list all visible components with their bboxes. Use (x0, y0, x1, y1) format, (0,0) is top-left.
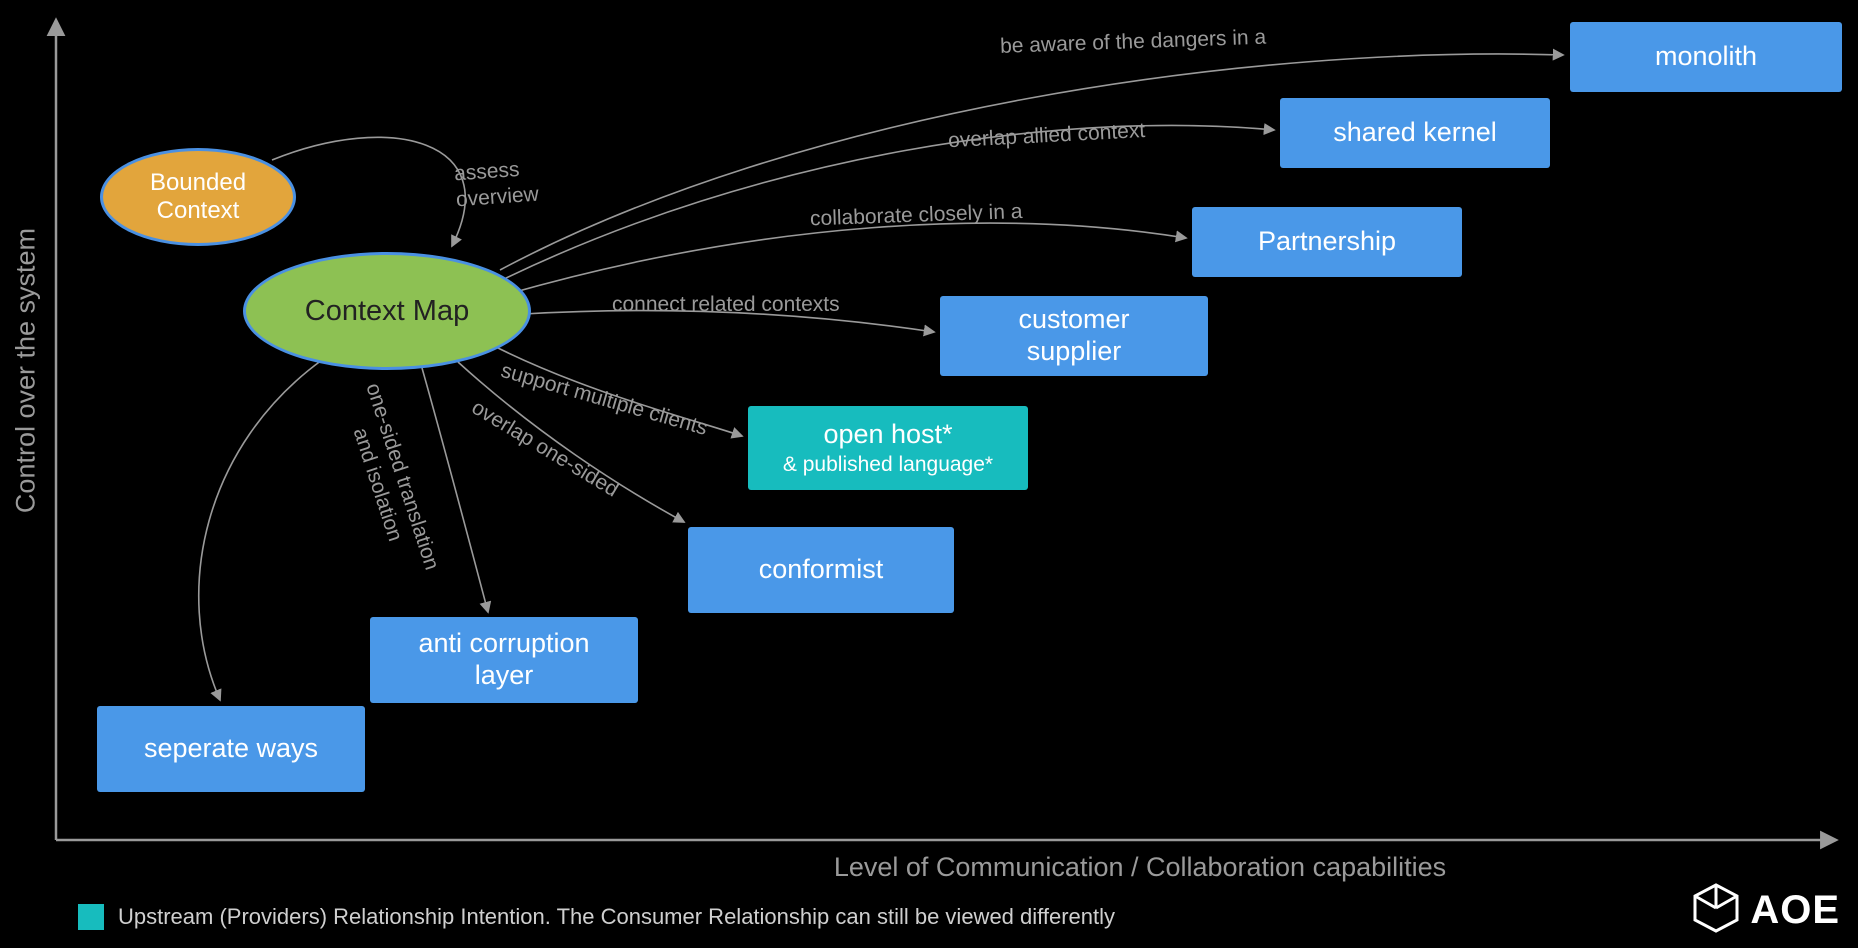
edge-label-partnership: collaborate closely in a (809, 199, 1023, 231)
legend-upstream-swatch (78, 904, 104, 930)
legend: Upstream (Providers) Relationship Intent… (78, 904, 1115, 930)
node-partnership: Partnership (1192, 207, 1462, 277)
node-bounded-context-label: Bounded Context (149, 168, 247, 224)
node-customer-supplier: customer supplier (940, 296, 1208, 376)
node-monolith-label: monolith (1654, 41, 1758, 72)
node-seperate-ways: seperate ways (97, 706, 365, 792)
cube-icon (1692, 882, 1740, 939)
node-context-map-label: Context Map (304, 294, 470, 327)
edge-label-monolith: be aware of the dangers in a (999, 25, 1267, 58)
edge-label-shared-kernel: overlap allied context (947, 118, 1146, 153)
aoe-logo: AOE (1692, 882, 1840, 939)
node-bounded-context: Bounded Context (100, 148, 296, 246)
y-axis-label: Control over the system (10, 227, 41, 514)
node-shared-kernel-label: shared kernel (1333, 117, 1497, 148)
x-axis-label: Level of Communication / Collaboration c… (833, 852, 1447, 882)
edge-assess-overview (271, 136, 466, 248)
aoe-logo-text: AOE (1750, 888, 1840, 932)
node-open-host: open host* & published language* (748, 406, 1028, 490)
edge-label-assess-overview: assess overview (453, 157, 540, 211)
node-monolith: monolith (1570, 22, 1842, 92)
legend-text: Upstream (Providers) Relationship Intent… (118, 904, 1116, 929)
node-partnership-label: Partnership (1257, 226, 1397, 257)
node-shared-kernel: shared kernel (1280, 98, 1550, 168)
node-context-map: Context Map (243, 252, 531, 370)
node-anti-corruption-layer: anti corruption layer (370, 617, 638, 703)
node-open-host-label: open host* (823, 418, 953, 449)
edge-label-anti-corruption-layer: one-sided translation and isolation (348, 380, 444, 573)
node-anti-corruption-layer-label: anti corruption layer (418, 628, 590, 690)
node-customer-supplier-label: customer supplier (1018, 304, 1130, 366)
edge-partnership (507, 222, 1188, 295)
node-conformist-label: conformist (758, 554, 884, 585)
node-open-host-sublabel: & published language* (782, 452, 994, 476)
edge-seperate-ways (197, 359, 323, 702)
edge-label-customer-supplier: connect related contexts (612, 293, 840, 316)
node-seperate-ways-label: seperate ways (143, 733, 319, 764)
node-conformist: conformist (688, 527, 954, 613)
